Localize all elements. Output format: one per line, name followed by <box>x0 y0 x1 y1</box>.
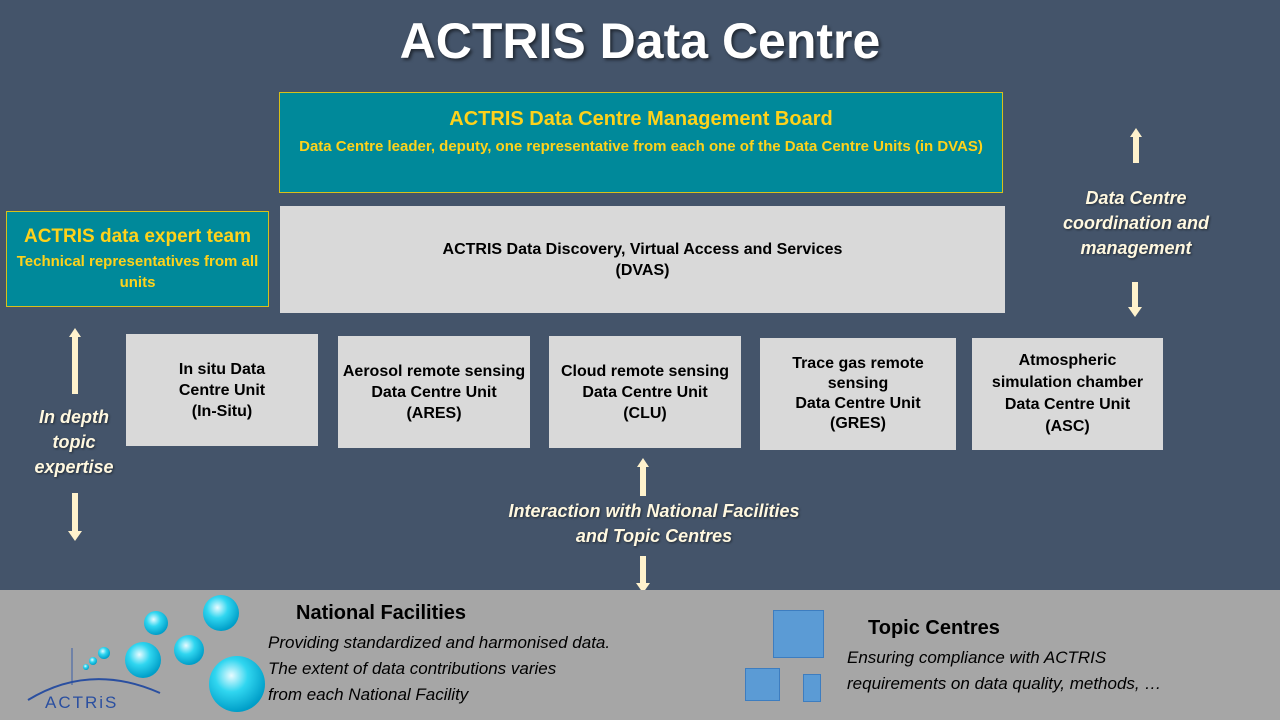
label-line: coordination and <box>1063 213 1209 233</box>
arrow-up-icon <box>637 458 649 496</box>
unit-line: simulation chamber <box>991 374 1144 391</box>
dvas-line1: ACTRIS Data Discovery, Virtual Access an… <box>442 240 843 258</box>
unit-line: Data Centre Unit <box>1004 396 1131 413</box>
text-line: Ensuring compliance with ACTRIS <box>847 648 1107 667</box>
label-line: management <box>1080 238 1192 258</box>
management-board-title: ACTRIS Data Centre Management Board <box>449 108 833 130</box>
unit-line: Data Centre Unit <box>582 383 708 401</box>
dvas-line2: (DVAS) <box>615 261 670 279</box>
bubble-icon <box>144 611 168 635</box>
text-line: requirements on data quality, methods, … <box>847 674 1162 693</box>
bubble-icon <box>89 657 97 665</box>
unit-line: In situ Data <box>178 360 266 378</box>
management-board-subtitle: Data Centre leader, deputy, one represen… <box>299 138 983 155</box>
national-facilities-text: Providing standardized and harmonised da… <box>268 630 610 708</box>
expert-team-title: ACTRIS data expert team <box>23 226 251 247</box>
unit-line: (ARES) <box>406 404 462 422</box>
topic-centres-text: Ensuring compliance with ACTRIS requirem… <box>847 645 1161 697</box>
bubble-icon <box>174 635 204 665</box>
management-board-box: ACTRIS Data Centre Management Board Data… <box>279 92 1003 193</box>
in-depth-label: In depth topic expertise <box>14 405 134 480</box>
unit-line: sensing <box>827 375 889 392</box>
topic-centres-title: Topic Centres <box>868 617 1000 639</box>
unit-line: Aerosol remote sensing <box>342 362 526 380</box>
unit-line: (GRES) <box>830 415 886 432</box>
unit-ares: Aerosol remote sensing Data Centre Unit … <box>338 336 530 448</box>
label-line: topic <box>52 432 96 452</box>
unit-line: Trace gas remote <box>792 355 924 372</box>
label-line: expertise <box>34 457 114 477</box>
bubble-icon <box>98 647 110 659</box>
unit-line: Data Centre Unit <box>795 395 921 412</box>
dvas-box: ACTRIS Data Discovery, Virtual Access an… <box>280 206 1005 313</box>
bubble-icon <box>125 642 161 678</box>
unit-line: Data Centre Unit <box>371 383 497 401</box>
logo-text: ACTRiS <box>45 693 118 712</box>
text-line: Providing standardized and harmonised da… <box>268 633 611 652</box>
bubble-icon <box>209 656 265 712</box>
unit-line: (In-Situ) <box>191 402 253 420</box>
bubble-icon <box>203 595 239 631</box>
unit-line: Centre Unit <box>178 381 266 399</box>
actris-logo: ACTRiS <box>27 595 265 712</box>
text-line: from each National Facility <box>268 685 469 704</box>
square-icon <box>745 668 780 701</box>
arrow-up-icon <box>1130 128 1142 163</box>
text-line: The extent of data contributions varies <box>268 659 557 678</box>
unit-line: (ASC) <box>1045 418 1090 435</box>
expert-team-box: ACTRIS data expert team Technical repres… <box>6 211 269 307</box>
unit-line: Atmospheric <box>1018 352 1117 369</box>
arrow-down-icon <box>1128 282 1142 317</box>
bubble-icon <box>83 664 89 670</box>
label-line: Data Centre <box>1085 188 1187 208</box>
unit-gres: Trace gas remote sensing Data Centre Uni… <box>760 338 956 450</box>
interaction-label: Interaction with National Facilities and… <box>480 499 828 549</box>
square-icon <box>803 674 821 702</box>
expert-team-subtitle: Technical representatives from all units <box>16 253 259 291</box>
label-line: In depth <box>39 407 109 427</box>
label-line: and Topic Centres <box>575 526 733 546</box>
unit-clu: Cloud remote sensing Data Centre Unit (C… <box>549 336 741 448</box>
arrow-down-icon <box>636 556 650 593</box>
arrow-down-icon <box>68 493 82 541</box>
arrow-up-icon <box>69 328 81 394</box>
label-line: Interaction with National Facilities <box>508 501 800 521</box>
page-title: ACTRIS Data Centre <box>399 13 881 69</box>
unit-line: Cloud remote sensing <box>560 362 730 380</box>
unit-line: (CLU) <box>623 404 667 422</box>
unit-in-situ: In situ Data Centre Unit (In-Situ) <box>126 334 318 446</box>
coordination-label: Data Centre coordination and management <box>1046 186 1226 261</box>
square-icon <box>773 610 824 658</box>
national-facilities-title: National Facilities <box>296 602 467 624</box>
unit-asc: Atmospheric simulation chamber Data Cent… <box>972 338 1163 450</box>
